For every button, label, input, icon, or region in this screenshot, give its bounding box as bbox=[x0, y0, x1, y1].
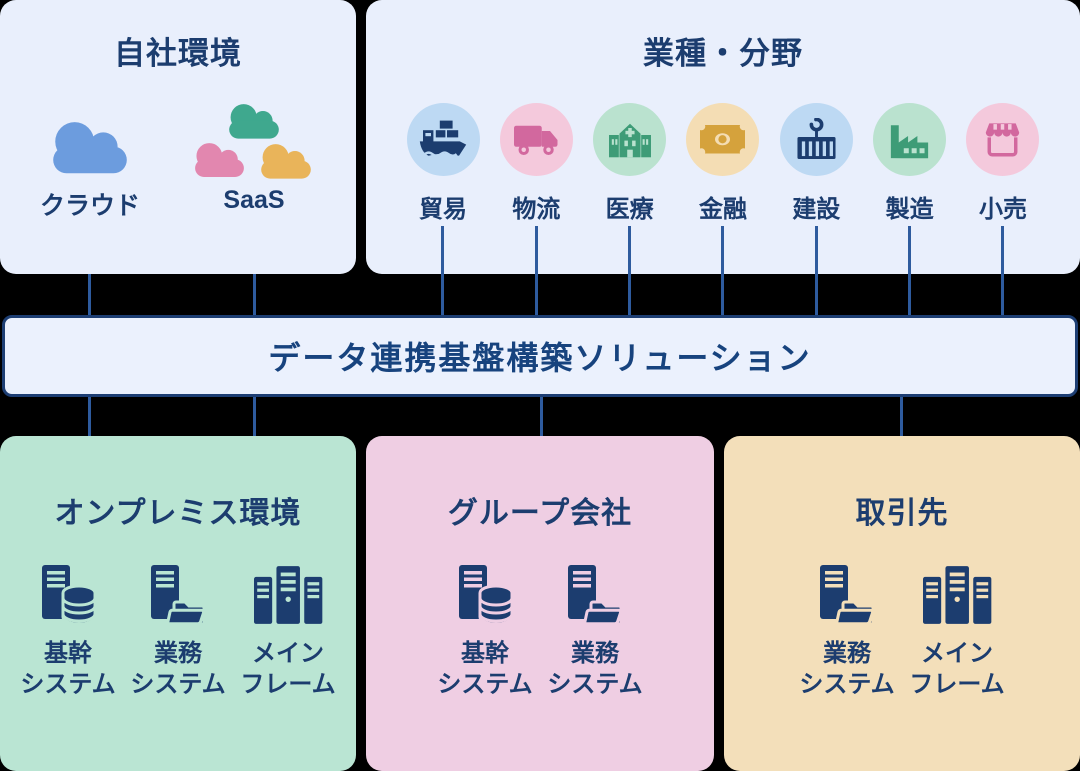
crane-container-icon bbox=[796, 118, 837, 160]
system-item-business: 業務 システム bbox=[794, 560, 900, 700]
own-environment-panel: 自社環境 クラウド SaaS bbox=[0, 0, 356, 274]
onpremise-panel: オンプレミス環境 基幹 システム 業務 システム メイン フレーム bbox=[0, 436, 356, 771]
system-label: 業務 システム bbox=[130, 640, 226, 699]
finance-label: 金融 bbox=[698, 196, 747, 223]
storefront-icon bbox=[983, 122, 1022, 157]
system-label: 業務 システム bbox=[799, 640, 895, 699]
truck-icon bbox=[514, 122, 559, 157]
own-environment-title: 自社環境 bbox=[114, 36, 242, 71]
connector-line bbox=[441, 226, 444, 315]
industries-title: 業種・分野 bbox=[643, 36, 803, 71]
system-label: 基幹 システム bbox=[20, 640, 116, 699]
industry-construction: 建設 bbox=[772, 103, 860, 224]
system-item-core: 基幹 システム bbox=[432, 560, 538, 700]
money-icon bbox=[700, 125, 745, 154]
cloud-icon bbox=[44, 116, 136, 175]
connector-line bbox=[815, 226, 818, 315]
system-item-mainframe: メイン フレーム bbox=[904, 560, 1010, 700]
business-partners-title: 取引先 bbox=[855, 497, 949, 530]
server-folder-icon bbox=[149, 560, 207, 626]
server-folder-icon bbox=[818, 560, 876, 626]
connector-line bbox=[88, 274, 91, 315]
group-systems-row: 基幹 システム 業務 システム bbox=[366, 560, 714, 700]
server-database-icon bbox=[457, 560, 513, 626]
construction-circle bbox=[779, 103, 853, 176]
saas-cloud-teal-icon bbox=[223, 100, 285, 140]
cloud-label: クラウド bbox=[39, 192, 140, 220]
system-label: メイン フレーム bbox=[909, 640, 1005, 699]
construction-label: 建設 bbox=[792, 196, 841, 223]
industry-medical: 医療 bbox=[586, 103, 674, 224]
connector-line bbox=[88, 397, 91, 436]
trade-circle bbox=[406, 103, 480, 176]
business-partners-panel: 取引先 業務 システム メイン フレーム bbox=[724, 436, 1080, 771]
factory-icon bbox=[888, 121, 931, 158]
medical-label: 医療 bbox=[605, 196, 654, 223]
industry-finance: 金融 bbox=[679, 103, 767, 224]
finance-circle bbox=[686, 103, 760, 176]
manufacturing-circle bbox=[873, 103, 947, 176]
system-item-mainframe: メイン フレーム bbox=[235, 560, 341, 700]
industry-manufacturing: 製造 bbox=[866, 103, 954, 224]
system-label: 業務 システム bbox=[547, 640, 643, 699]
connector-line bbox=[628, 226, 631, 315]
server-folder-icon bbox=[566, 560, 624, 626]
saas-cloud-yellow-icon bbox=[255, 140, 317, 180]
manufacturing-label: 製造 bbox=[885, 196, 934, 223]
server-database-icon bbox=[40, 560, 96, 626]
mainframe-icon bbox=[254, 560, 322, 626]
group-companies-panel: グループ会社 基幹 システム 業務 システム bbox=[366, 436, 714, 771]
connector-line bbox=[900, 397, 903, 436]
system-item-core: 基幹 システム bbox=[15, 560, 121, 700]
logistics-label: 物流 bbox=[512, 196, 561, 223]
industries-row: 貿易 物流 医療 金融 bbox=[366, 103, 1080, 224]
cargo-ship-icon bbox=[419, 119, 467, 161]
solution-bar-label: データ連携基盤構築ソリューション bbox=[268, 340, 812, 376]
system-item-business: 業務 システム bbox=[542, 560, 648, 700]
connector-line bbox=[540, 397, 543, 436]
saas-label: SaaS bbox=[223, 186, 285, 214]
industry-retail: 小売 bbox=[959, 103, 1047, 224]
medical-circle bbox=[593, 103, 667, 176]
connector-line bbox=[908, 226, 911, 315]
logistics-circle bbox=[499, 103, 573, 176]
connector-line bbox=[1001, 226, 1004, 315]
group-companies-title: グループ会社 bbox=[447, 497, 633, 530]
connector-line bbox=[253, 274, 256, 315]
retail-circle bbox=[966, 103, 1040, 176]
onpremise-title: オンプレミス環境 bbox=[54, 497, 302, 530]
solution-bar: データ連携基盤構築ソリューション bbox=[2, 315, 1078, 397]
industry-logistics: 物流 bbox=[492, 103, 580, 224]
industry-trade: 貿易 bbox=[399, 103, 487, 224]
mainframe-icon bbox=[923, 560, 991, 626]
partners-systems-row: 業務 システム メイン フレーム bbox=[724, 560, 1080, 700]
system-label: メイン フレーム bbox=[240, 640, 336, 699]
trade-label: 貿易 bbox=[419, 196, 467, 223]
system-item-business: 業務 システム bbox=[125, 560, 231, 700]
connector-line bbox=[721, 226, 724, 315]
connector-line bbox=[253, 397, 256, 436]
saas-cloud-pink-icon bbox=[189, 139, 250, 178]
connector-line bbox=[535, 226, 538, 315]
hospital-icon bbox=[609, 121, 651, 157]
onpremise-systems-row: 基幹 システム 業務 システム メイン フレーム bbox=[0, 560, 356, 700]
system-label: 基幹 システム bbox=[437, 640, 533, 699]
retail-label: 小売 bbox=[978, 196, 1027, 223]
industries-panel: 業種・分野 貿易 物流 医療 bbox=[366, 0, 1080, 274]
